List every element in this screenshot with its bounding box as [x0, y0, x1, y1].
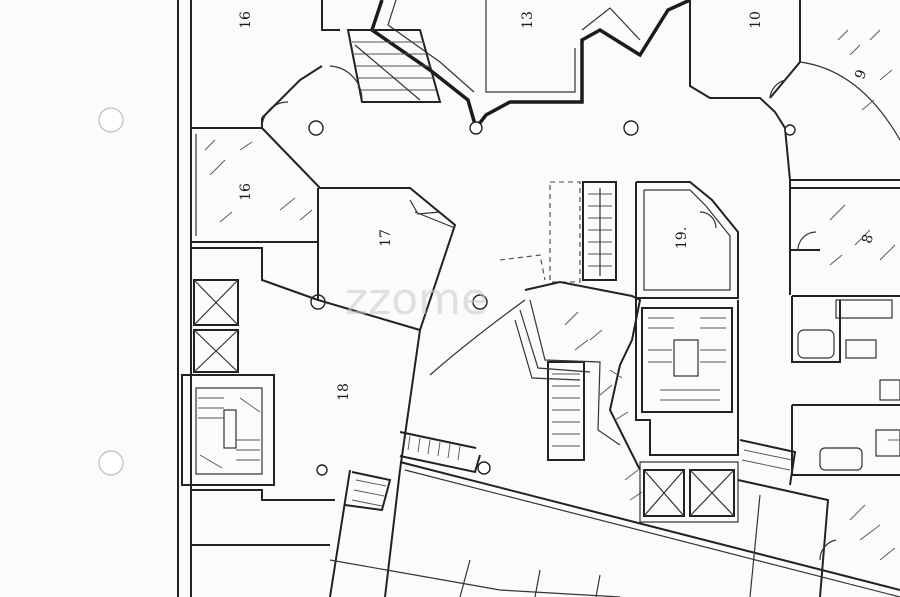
room-16-top-walls	[191, 0, 340, 129]
room-10-label: 10	[748, 11, 764, 29]
punch-hole-bottom	[98, 450, 124, 476]
room-13-label: 13	[520, 11, 536, 29]
room-18-walls	[191, 247, 421, 546]
central-stair-lower	[547, 361, 585, 461]
watermark: zzome	[345, 274, 488, 325]
room-13-walls	[369, 0, 691, 132]
room-9-walls	[799, 29, 900, 141]
right-wing-walls	[789, 188, 900, 476]
left-stair-core	[181, 374, 275, 486]
bottom-building-block	[329, 431, 900, 597]
room-16-lower-walls	[190, 128, 319, 243]
room-8-label: 8	[859, 233, 877, 246]
room-10-walls	[689, 0, 801, 129]
room-9-label: 9	[852, 68, 870, 82]
left-shafts	[193, 279, 239, 373]
punch-hole-top	[98, 107, 124, 133]
room-16-top-label: 16	[238, 11, 254, 29]
room-19-walls	[635, 181, 739, 456]
outer-left-wall	[177, 0, 192, 597]
room-17-label: 17	[378, 229, 394, 247]
marked-up-stair-zone	[429, 254, 643, 501]
room-18-label: 18	[336, 383, 352, 401]
structural-columns	[308, 120, 796, 476]
right-stair-core	[641, 307, 733, 413]
room-19-label: 19.	[674, 227, 690, 249]
central-stair-upper	[549, 181, 617, 283]
room-labels: 16 13 10 9 16 17 19. 8 18	[238, 11, 877, 401]
stair-top	[329, 29, 442, 103]
right-shafts	[639, 461, 739, 523]
corridor-walls	[261, 65, 900, 331]
room-16-lower-label: 16	[238, 183, 254, 201]
